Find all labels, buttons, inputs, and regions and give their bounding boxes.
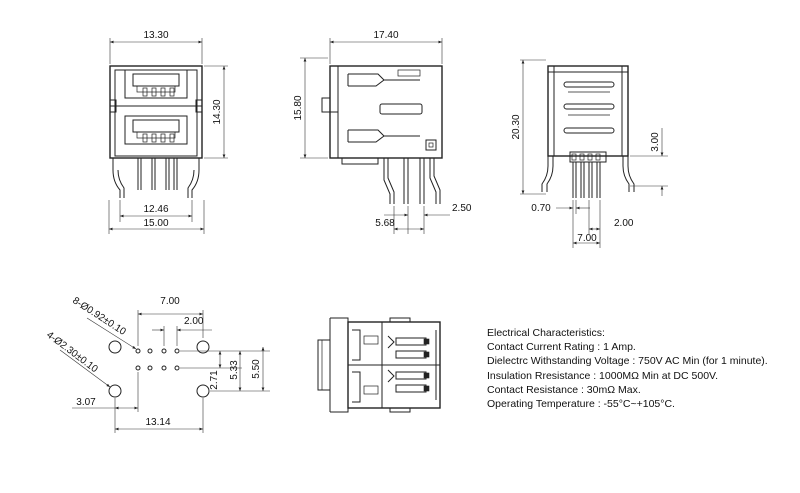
dim-side-height: 15.80 — [293, 95, 304, 120]
spec-withstanding-voltage: Dielectrc Withstanding Voltage : 750V AC… — [487, 355, 768, 368]
bottom-view — [317, 317, 441, 413]
dim-side-pin-pitch: 2.50 — [452, 203, 472, 214]
dim-end-pin-pitch: 2.00 — [614, 218, 634, 229]
dim-pcb-pitch-top: 2.00 — [184, 316, 204, 327]
dim-pcb-total-width: 13.14 — [145, 417, 170, 428]
dim-end-pin-length: 3.00 — [650, 132, 661, 152]
dim-pcb-outer-height: 5.50 — [251, 359, 262, 379]
specs-heading: Electrical Characteristics: — [487, 327, 605, 339]
dim-side-pin-offset: 5.68 — [375, 218, 395, 229]
dim-front-pin-span: 12.46 — [143, 204, 168, 215]
dim-pcb-row-spacing: 2.71 — [209, 370, 220, 390]
dim-side-length: 17.40 — [373, 30, 398, 41]
dim-pcb-signal-holes: 8-Ø0.92±0.10 — [70, 295, 128, 338]
dim-front-top-width: 13.30 — [143, 30, 168, 41]
dim-front-total-width: 15.00 — [143, 218, 168, 229]
dim-front-height: 14.30 — [212, 99, 223, 124]
spec-operating-temperature: Operating Temperature : -55°C~+105°C. — [487, 398, 675, 411]
end-view — [520, 59, 668, 248]
dim-end-pin-thickness: 0.70 — [531, 203, 551, 214]
electrical-characteristics: Electrical Characteristics: Contact Curr… — [487, 326, 768, 411]
dim-pcb-left-offset: 3.07 — [76, 397, 96, 408]
spec-contact-resistance: Contact Resistance : 30mΩ Max. — [487, 383, 641, 396]
pcb-footprint — [59, 310, 270, 433]
front-view — [108, 38, 228, 234]
dim-pcb-span-top: 7.00 — [160, 296, 180, 307]
dim-pcb-inner-height: 5.33 — [229, 360, 240, 380]
spec-insulation-resistance: Insulation Rresistance : 1000MΩ Min at D… — [487, 369, 718, 382]
dim-end-pin-span: 7.00 — [577, 233, 597, 244]
spec-current-rating: Contact Current Rating : 1 Amp. — [487, 341, 636, 354]
dim-pcb-mount-holes: 4-Ø2.30±0.10 — [44, 330, 100, 376]
side-view — [300, 38, 450, 234]
dim-end-height: 20.30 — [511, 114, 522, 139]
